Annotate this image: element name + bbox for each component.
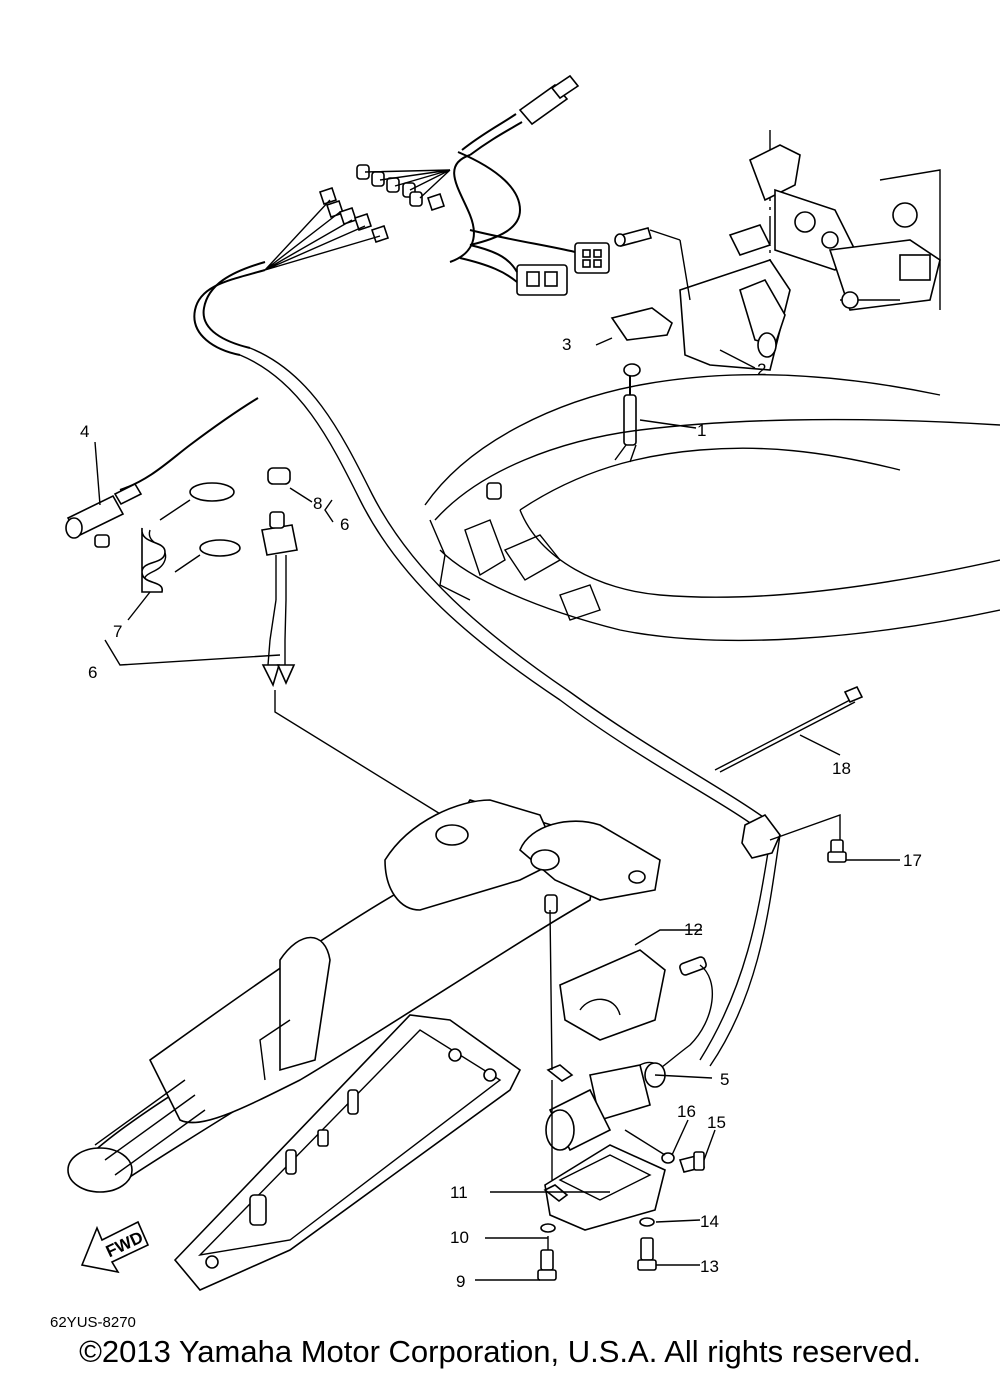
steering-handle [67, 799, 661, 1291]
callout-13: 13 [700, 1257, 719, 1276]
fwd-arrow: FWD [80, 1220, 150, 1274]
wiring-harness [193, 74, 610, 356]
callout-18: 18 [832, 759, 851, 778]
callout-6-lower: 6 [88, 663, 97, 682]
callout-3: 3 [562, 335, 571, 354]
kill-switch-assembly [65, 397, 334, 688]
callout-7: 7 [113, 622, 122, 641]
copyright-notice: ©2013 Yamaha Motor Corporation, U.S.A. A… [79, 1334, 921, 1369]
callout-11: 11 [450, 1183, 468, 1202]
callout-5: 5 [720, 1070, 729, 1089]
leader-lines [94, 337, 900, 1281]
callout-10: 10 [450, 1228, 469, 1247]
callout-9: 9 [456, 1272, 465, 1291]
callout-16: 16 [677, 1102, 696, 1121]
callout-6-upper: 6 [340, 515, 349, 534]
figure-code: 62YUS-8270 [50, 1314, 136, 1331]
callout-2: 2 [757, 360, 766, 379]
callout-1: 1 [697, 421, 706, 440]
clamp-and-tie [714, 685, 864, 863]
callouts: 1 2 3 4 5 6 6 7 8 9 10 11 12 13 14 15 16… [80, 335, 922, 1291]
callout-17: 17 [903, 851, 922, 870]
bottom-cowling [424, 374, 1000, 642]
callout-14: 14 [700, 1212, 719, 1231]
engine-bracket-assembly [610, 130, 941, 463]
callout-4: 4 [80, 422, 89, 441]
callout-15: 15 [707, 1113, 726, 1132]
main-switch-assembly [537, 909, 713, 1281]
callout-12: 12 [684, 920, 703, 939]
callout-8: 8 [313, 494, 322, 513]
